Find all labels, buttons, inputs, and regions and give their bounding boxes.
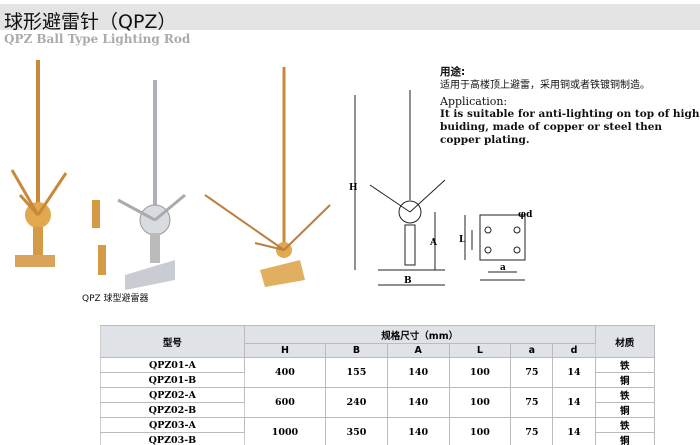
header-col: A: [386, 343, 450, 358]
dimension-diagram: H A B φd L a: [349, 90, 533, 286]
label-H: H: [349, 183, 358, 193]
spec-cell: 14: [552, 357, 596, 388]
spec-cell: 1000: [243, 417, 327, 445]
table-row: QPZ02-B 铜: [100, 402, 656, 418]
model-cell: QPZ02-B: [100, 402, 245, 418]
model-cell: QPZ01-B: [100, 372, 245, 388]
spec-cell: 140: [386, 417, 450, 445]
label-B: B: [404, 276, 412, 286]
spec-cell: 75: [510, 387, 554, 418]
header-model: 型号: [100, 325, 245, 358]
product-photos: [10, 60, 331, 290]
material-cell: 铜: [594, 402, 656, 418]
silver-rod-photo: [117, 80, 186, 290]
spec-cell: 400: [243, 357, 327, 388]
label-A: A: [429, 238, 438, 248]
spec-cell: 14: [552, 417, 596, 445]
usage-label: 用途:: [440, 66, 466, 78]
spec-cell: 75: [510, 417, 554, 445]
spec-cell: 240: [325, 387, 388, 418]
title-bar: 球形避雷针（QPZ）: [0, 4, 700, 33]
usage-text: 适用于高楼顶上避雷，采用铜或者铁镀铜制造。: [440, 80, 650, 91]
spec-cell: 140: [386, 387, 450, 418]
page-title: 球形避雷针（QPZ）: [4, 11, 177, 33]
label-d: φd: [518, 210, 533, 220]
material-cell: 铁: [594, 417, 656, 433]
model-cell: QPZ03-B: [100, 432, 245, 445]
copper-rod-photo: [10, 60, 106, 275]
spec-cell: 100: [448, 417, 512, 445]
spec-cell: 100: [448, 357, 512, 388]
material-cell: 铁: [594, 357, 656, 373]
page-subtitle: QPZ Ball Type Lighting Rod: [4, 32, 191, 46]
model-cell: QPZ01-A: [100, 357, 245, 373]
photo-caption: QPZ 球型避雷器: [82, 294, 149, 304]
material-cell: 铜: [594, 432, 656, 445]
header-spec: 规格尺寸（mm）: [243, 325, 596, 344]
application-body: It is suitable for anti-lighting on top …: [440, 108, 700, 146]
spec-cell: 140: [386, 357, 450, 388]
label-L: L: [459, 235, 466, 245]
application-text: 用途: 适用于高楼顶上避雷，采用铜或者铁镀铜制造。 Application: I…: [440, 66, 700, 147]
copper-rod-large-photo: [204, 67, 331, 287]
header-material: 材质: [594, 325, 656, 358]
model-cell: QPZ03-A: [100, 417, 245, 433]
header-col: H: [243, 343, 327, 358]
header-col: d: [552, 343, 596, 358]
spec-cell: 14: [552, 387, 596, 418]
header-col: B: [325, 343, 388, 358]
label-a: a: [500, 263, 506, 273]
spec-cell: 350: [325, 417, 388, 445]
header-col: L: [448, 343, 512, 358]
material-cell: 铜: [594, 372, 656, 388]
table-row: QPZ03-B 铜: [100, 432, 656, 445]
application-label: Application:: [440, 95, 508, 108]
material-cell: 铁: [594, 387, 656, 403]
model-cell: QPZ02-A: [100, 387, 245, 403]
spec-cell: 100: [448, 387, 512, 418]
spec-cell: 155: [325, 357, 388, 388]
spec-cell: 600: [243, 387, 327, 418]
header-col: a: [510, 343, 554, 358]
spec-cell: 75: [510, 357, 554, 388]
